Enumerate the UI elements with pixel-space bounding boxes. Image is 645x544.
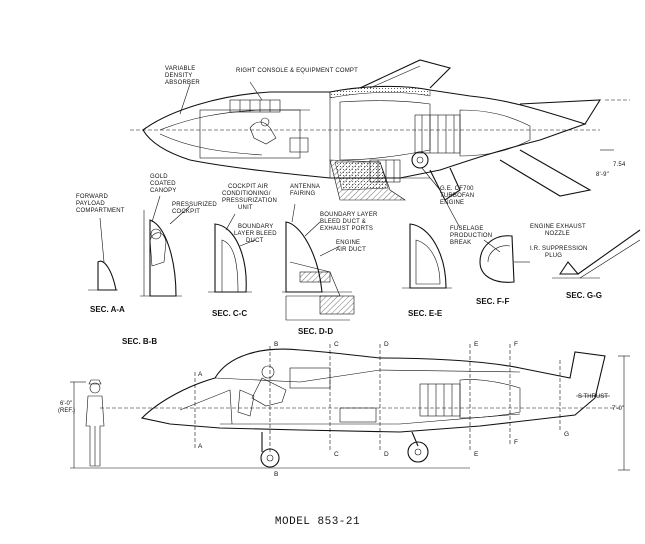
cut-label-b-bottom: B — [274, 471, 278, 478]
section-g-g — [552, 229, 641, 279]
cut-label-e-top: E — [474, 341, 479, 348]
cut-label-c-top: C — [334, 341, 339, 348]
section-a-a — [88, 217, 118, 291]
section-b-b — [140, 195, 191, 297]
thrust-label: S THRUST — [578, 394, 608, 400]
side-view — [100, 344, 630, 471]
cut-label-a-top: A — [198, 371, 203, 378]
plan-dim-note: 7.54 — [613, 162, 626, 168]
cut-label-b-top: B — [274, 341, 278, 348]
plan-dim-note-2: 8'-9" — [596, 172, 609, 178]
height-dim: 6'-0"(REF.) — [58, 401, 75, 414]
sec-a-a: SEC. A-A — [90, 305, 125, 314]
drawing-title-text: MODEL 853-21 — [274, 516, 361, 528]
plan-view: 7.54 8'-9" — [130, 59, 630, 229]
cut-label-f-top: F — [514, 341, 518, 348]
section-e-e — [402, 223, 452, 289]
cut-label-f-bottom: F — [514, 439, 518, 446]
sec-b-b: SEC. B-B — [122, 337, 157, 346]
tail-dim: 7'-0" — [612, 406, 624, 412]
cut-label-c-bottom: C — [334, 451, 339, 458]
sec-e-e: SEC. E-E — [408, 309, 443, 318]
section-f-f — [479, 235, 530, 283]
cut-label-e-bottom: E — [474, 451, 479, 458]
sec-d-d: SEC. D-D — [298, 327, 333, 336]
label-right-console: RIGHT CONSOLE & EQUIPMENT COMPT — [236, 68, 358, 74]
sec-c-c: SEC. C-C — [212, 309, 247, 318]
cut-label-d-top: D — [384, 341, 389, 348]
human-figure — [70, 379, 120, 469]
cut-label-d-bottom: D — [384, 451, 389, 458]
section-c-c — [208, 213, 256, 293]
section-d-d — [282, 203, 355, 321]
sec-f-f: SEC. F-F — [476, 297, 509, 306]
cut-label-a-bottom: A — [198, 443, 203, 450]
cut-markers: A A B B C C D D E E F F G — [198, 341, 569, 478]
cut-label-g-bottom: G — [564, 431, 569, 438]
drawing-title: MODEL 853-21 — [0, 516, 645, 528]
sec-g-g: SEC. G-G — [566, 291, 602, 300]
